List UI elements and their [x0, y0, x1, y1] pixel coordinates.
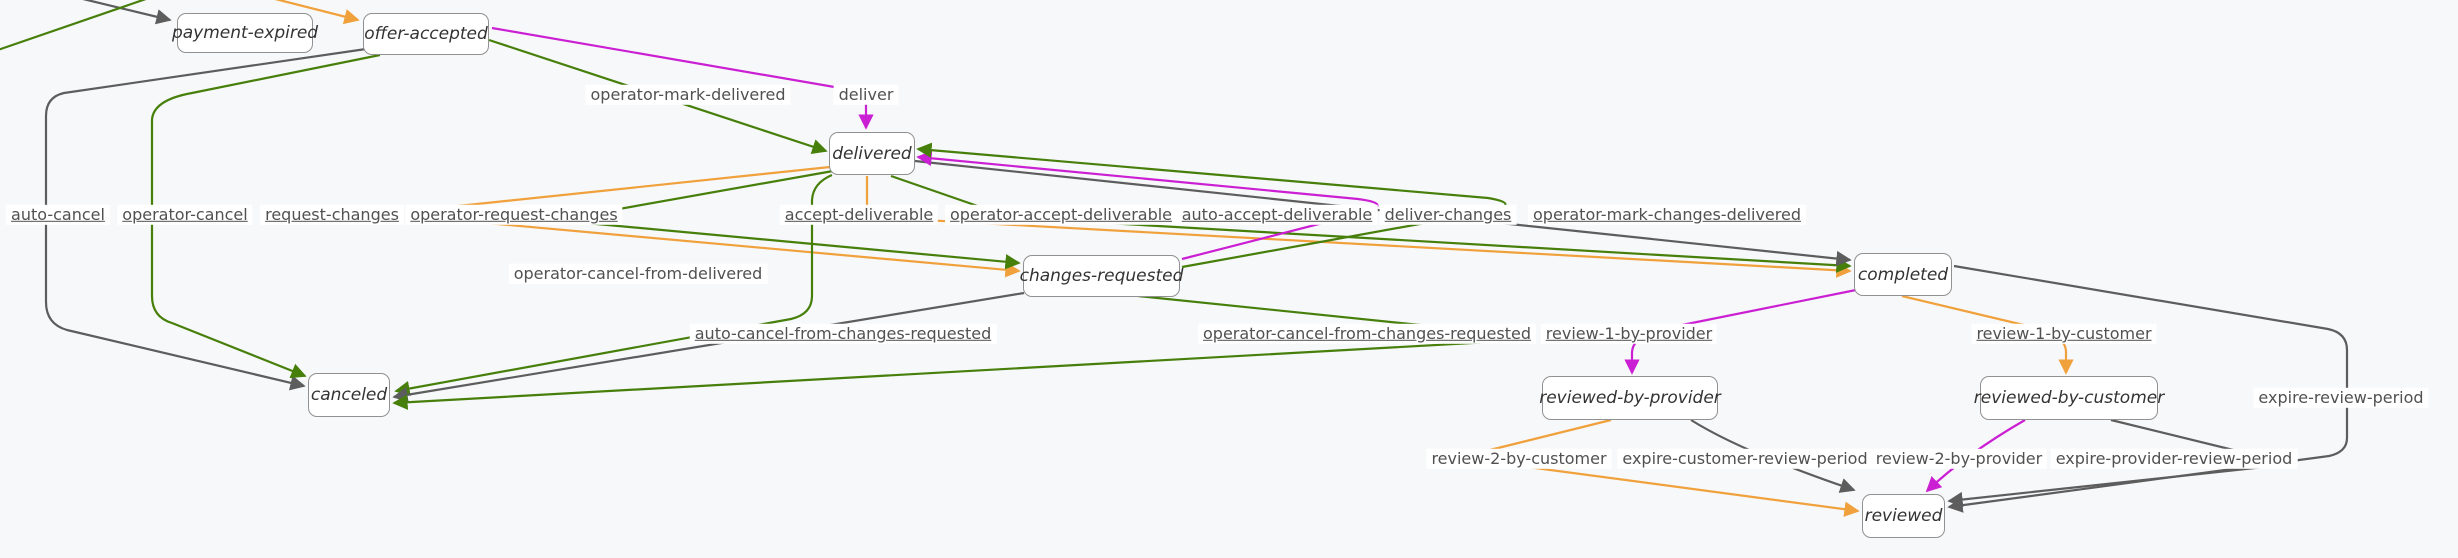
transition-label-auto-cancel[interactable]: auto-cancel: [6, 204, 110, 226]
transition-label-expire-customer-review-period: expire-customer-review-period: [1617, 448, 1873, 470]
state-node-reviewed[interactable]: reviewed: [1862, 494, 1945, 538]
transition-label-deliver-changes[interactable]: deliver-changes: [1379, 204, 1517, 226]
transition-label-operator-cancel-from-delivered: operator-cancel-from-delivered: [508, 263, 768, 285]
transition-label-operator-mark-delivered: operator-mark-delivered: [585, 84, 791, 106]
transition-label-auto-accept-deliverable[interactable]: auto-accept-deliverable: [1176, 204, 1378, 226]
transition-label-operator-mark-changes-delivered[interactable]: operator-mark-changes-delivered: [1528, 204, 1806, 226]
transition-label-operator-cancel[interactable]: operator-cancel: [117, 204, 253, 226]
edge-operator-cancel-from-delivered: [394, 173, 833, 397]
state-node-delivered[interactable]: delivered: [829, 132, 915, 175]
state-node-reviewed-by-customer[interactable]: reviewed-by-customer: [1974, 376, 2164, 420]
transition-label-operator-request-changes[interactable]: operator-request-changes: [405, 204, 623, 226]
transition-label-auto-cancel-from-changes-requested[interactable]: auto-cancel-from-changes-requested: [689, 323, 997, 345]
edge-operator-cancel-from-changes-requested: [392, 294, 1509, 410]
transition-label-accept-deliverable[interactable]: accept-deliverable: [779, 204, 939, 226]
transition-label-review-1-by-provider[interactable]: review-1-by-provider: [1540, 323, 1718, 345]
transition-label-request-changes[interactable]: request-changes: [260, 204, 404, 226]
edge-auto-cancel-from-changes-requested: [392, 291, 1025, 403]
transition-label-expire-review-period: expire-review-period: [2253, 387, 2429, 409]
state-node-canceled[interactable]: canceled: [308, 373, 390, 417]
transition-label-review-2-by-provider: review-2-by-provider: [1870, 448, 2048, 470]
edge-into-offer-accepted: [274, 0, 360, 25]
edge-deliver: [491, 26, 874, 130]
transition-label-operator-accept-deliverable[interactable]: operator-accept-deliverable: [944, 204, 1178, 226]
state-node-offer-accepted[interactable]: offer-accepted: [363, 13, 489, 55]
state-node-payment-expired[interactable]: payment-expired: [172, 13, 318, 53]
edge-offscreen-operator: [0, 0, 147, 51]
transition-label-review-1-by-customer[interactable]: review-1-by-customer: [1971, 323, 2157, 345]
transition-label-deliver: deliver: [833, 84, 899, 106]
state-node-completed[interactable]: completed: [1854, 253, 1952, 296]
transition-label-expire-provider-review-period: expire-provider-review-period: [2050, 448, 2298, 470]
state-node-changes-requested[interactable]: changes-requested: [1020, 255, 1183, 297]
transition-label-operator-cancel-from-changes-requested[interactable]: operator-cancel-from-changes-requested: [1198, 323, 1536, 345]
state-node-reviewed-by-provider[interactable]: reviewed-by-provider: [1539, 376, 1721, 420]
transition-label-review-2-by-customer: review-2-by-customer: [1426, 448, 1612, 470]
edge-into-payment-expired: [82, 0, 172, 25]
